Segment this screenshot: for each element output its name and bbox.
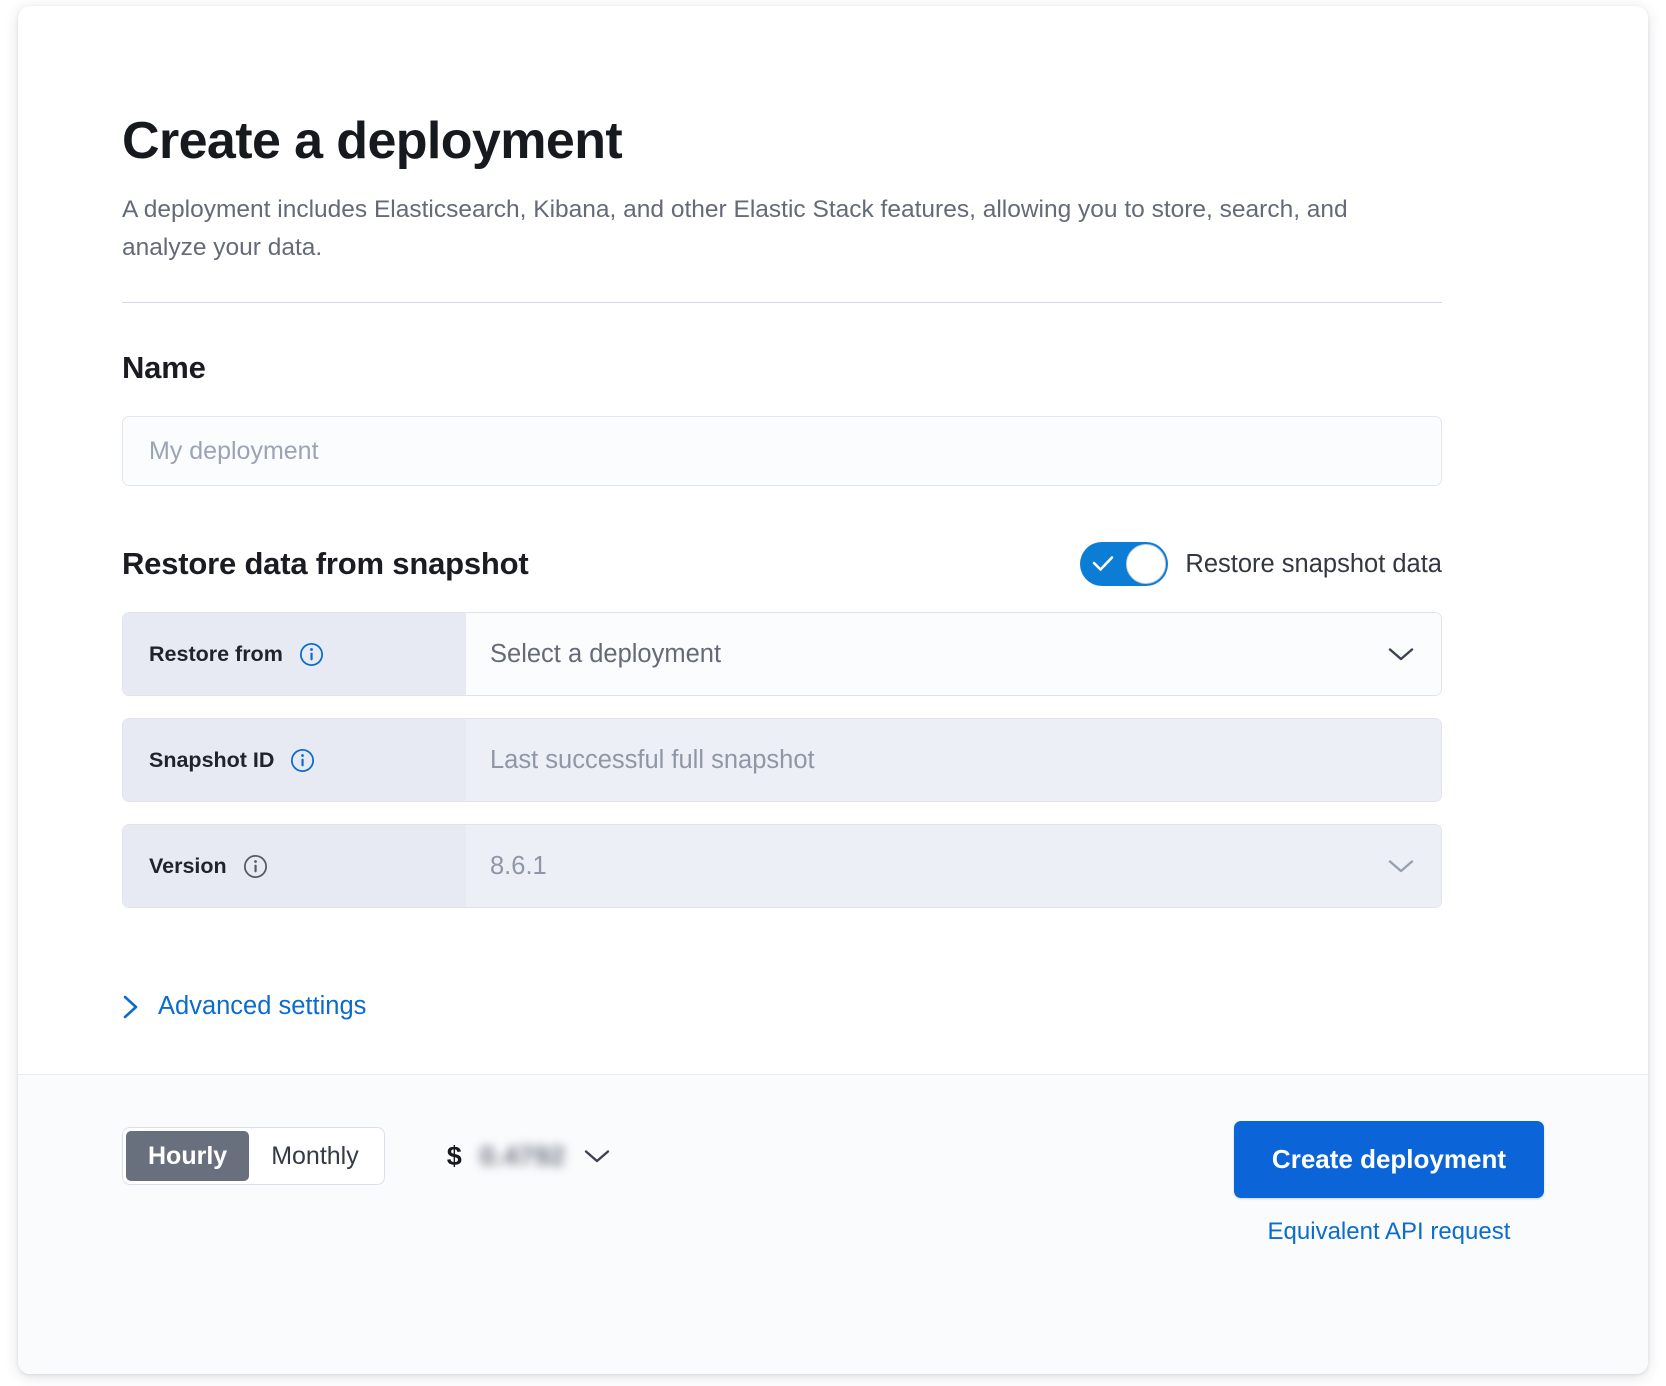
restore-form-rows: Restore from Select a deployment — [122, 612, 1544, 909]
restore-toggle-label: Restore snapshot data — [1185, 549, 1442, 578]
name-section: Name My deployment — [122, 350, 1544, 487]
snapshot-id-label: Snapshot ID — [149, 747, 275, 772]
restore-from-row[interactable]: Restore from Select a deployment — [122, 612, 1442, 697]
chevron-down-icon[interactable] — [1387, 645, 1415, 663]
info-icon[interactable] — [299, 642, 324, 667]
billing-period-toggle[interactable]: Hourly Monthly — [122, 1127, 385, 1185]
advanced-settings-label: Advanced settings — [158, 992, 367, 1021]
check-icon — [1093, 556, 1114, 571]
price-amount: 0.4792 — [479, 1140, 566, 1171]
chevron-right-icon — [123, 995, 138, 1018]
equivalent-api-request-link[interactable]: Equivalent API request — [1267, 1218, 1511, 1245]
content-spacer — [122, 1025, 1544, 1074]
panel-body: Create a deployment A deployment include… — [18, 6, 1648, 1074]
version-field[interactable]: 8.6.1 — [466, 825, 1441, 908]
price-currency: $ — [446, 1140, 462, 1171]
restore-from-label: Restore from — [149, 641, 283, 666]
footer-bar: Hourly Monthly $ 0.4792 Create deploymen… — [18, 1074, 1648, 1374]
header-divider — [122, 302, 1442, 304]
toggle-knob — [1126, 544, 1167, 585]
chevron-down-icon[interactable] — [1387, 857, 1415, 875]
page-description: A deployment includes Elasticsearch, Kib… — [122, 196, 1348, 261]
snapshot-id-value: Last successful full snapshot — [490, 745, 815, 774]
deployment-name-input[interactable]: My deployment — [122, 416, 1442, 487]
create-deployment-button[interactable]: Create deployment — [1233, 1121, 1544, 1198]
price-display[interactable]: $ 0.4792 — [447, 1141, 612, 1172]
restore-from-label-cell: Restore from — [123, 613, 466, 696]
info-icon[interactable] — [243, 854, 268, 879]
footer-right-group: Create deployment Equivalent API request — [1233, 1121, 1544, 1246]
restore-from-field[interactable]: Select a deployment — [466, 613, 1441, 696]
snapshot-id-field[interactable]: Last successful full snapshot — [466, 719, 1441, 802]
restore-toggle-group[interactable]: Restore snapshot data — [1080, 542, 1442, 587]
chevron-down-icon[interactable] — [583, 1147, 611, 1165]
billing-option-monthly[interactable]: Monthly — [271, 1141, 359, 1170]
name-heading: Name — [122, 350, 206, 386]
footer-left-group: Hourly Monthly $ 0.4792 — [122, 1121, 611, 1185]
restore-heading: Restore data from snapshot — [122, 546, 529, 582]
info-icon[interactable] — [290, 748, 315, 773]
create-deployment-panel: Create a deployment A deployment include… — [18, 6, 1648, 1374]
footer-inner: Hourly Monthly $ 0.4792 Create deploymen… — [122, 1075, 1544, 1246]
billing-option-hourly[interactable]: Hourly — [126, 1131, 250, 1181]
restore-section-header: Restore data from snapshot Restore snaps… — [122, 542, 1442, 587]
content-area: Create a deployment A deployment include… — [18, 6, 1648, 1074]
version-value: 8.6.1 — [490, 851, 547, 880]
restore-from-value: Select a deployment — [490, 639, 722, 668]
advanced-settings-link[interactable]: Advanced settings — [122, 992, 366, 1021]
restore-snapshot-toggle[interactable] — [1080, 542, 1169, 587]
version-row[interactable]: Version 8.6.1 — [122, 824, 1442, 909]
snapshot-id-label-cell: Snapshot ID — [123, 719, 466, 802]
version-label: Version — [149, 853, 227, 878]
deployment-name-placeholder: My deployment — [149, 436, 319, 465]
version-label-cell: Version — [123, 825, 466, 908]
snapshot-id-row[interactable]: Snapshot ID Last successful full snapsho… — [122, 718, 1442, 803]
page-title: Create a deployment — [122, 112, 623, 170]
